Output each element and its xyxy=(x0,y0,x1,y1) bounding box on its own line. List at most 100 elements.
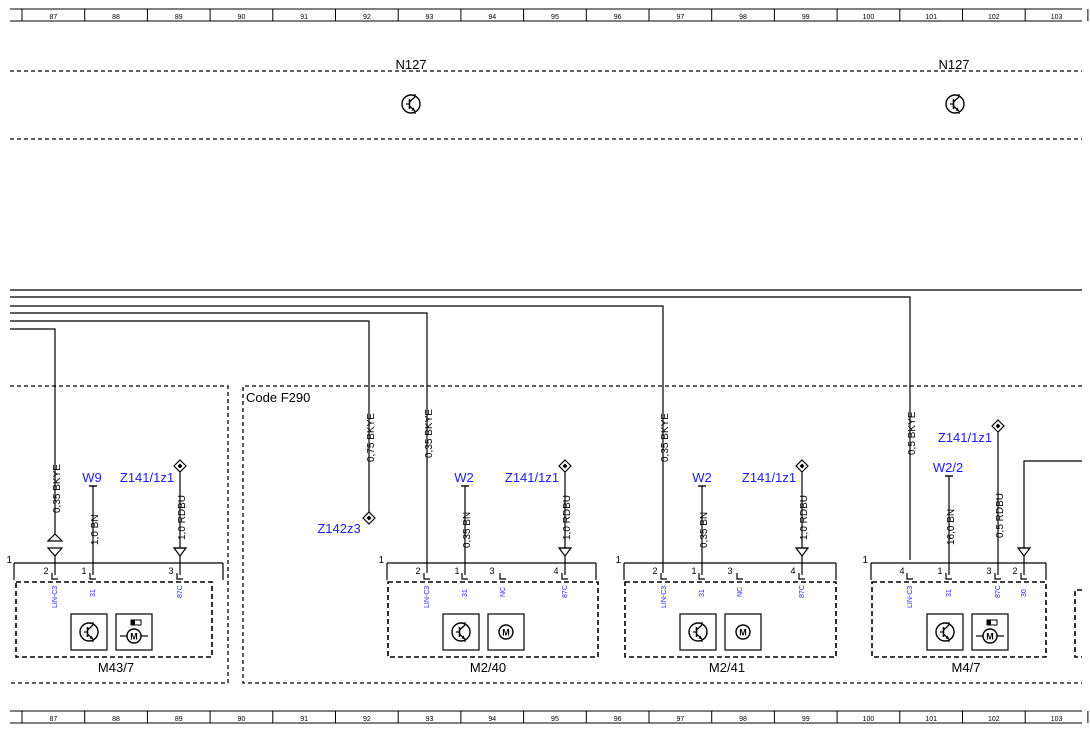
svg-text:2: 2 xyxy=(43,566,48,576)
connector-diamond-icon xyxy=(173,459,187,473)
ref-label: Z141/1z1 xyxy=(742,470,796,485)
ruler-cell: 102 xyxy=(988,14,1000,21)
motor-icon xyxy=(735,624,751,640)
connector-number: 1 xyxy=(615,555,621,566)
pin-label: LIN-C3 xyxy=(661,586,668,608)
ref-label: Z142z3 xyxy=(317,521,360,536)
wire-label: 1,0 RDBU xyxy=(799,495,810,540)
svg-text:1: 1 xyxy=(937,566,942,576)
wire-label: 0,35 BN xyxy=(462,512,473,548)
component-m2-41: 0,35 BKYE 0,35 BN 1,0 RDBU W2 Z141/1z1 1… xyxy=(615,413,837,675)
ruler-cell: 87 xyxy=(49,716,57,723)
ruler-cell: 93 xyxy=(426,716,434,723)
pin-label: 31 xyxy=(946,589,953,597)
pin-label: 31 xyxy=(90,589,97,597)
pin-label: NC xyxy=(500,587,507,597)
connector-number: 1 xyxy=(6,555,12,566)
component-m4-7: 0,5 BKYE 16,0 BN 0,5 RDBU W2/2 Z141/1z1 … xyxy=(862,411,1082,675)
ruler-cell: 90 xyxy=(238,716,246,723)
ruler-cell: 99 xyxy=(802,14,810,21)
ruler-cell: 91 xyxy=(300,716,308,723)
svg-text:3: 3 xyxy=(986,566,991,576)
transistor-icon xyxy=(79,621,99,643)
pin-label: 30 xyxy=(1021,589,1028,597)
pin-label: 87C xyxy=(177,585,184,598)
svg-text:4: 4 xyxy=(899,566,904,576)
svg-text:4: 4 xyxy=(790,566,795,576)
n127-label-left: N127 xyxy=(395,57,426,72)
pin-label: 31 xyxy=(699,589,706,597)
ruler-cell: 89 xyxy=(175,716,183,723)
connector-number: 1 xyxy=(378,555,384,566)
transistor-icon xyxy=(945,93,965,115)
ruler-cell: 103 xyxy=(1051,716,1063,723)
ruler-cell: 102 xyxy=(988,716,1000,723)
svg-text:4: 4 xyxy=(553,566,558,576)
ref-label: Z141/1z1 xyxy=(120,470,174,485)
z142-connector: 0,75 BKYE Z142z3 xyxy=(317,413,377,536)
wire-label: 1,0 RDBU xyxy=(177,495,188,540)
ref-label: W2 xyxy=(692,470,712,485)
code-label: Code F290 xyxy=(246,390,310,405)
connector-diamond-icon xyxy=(991,419,1005,433)
wire-label: 16,0 BN xyxy=(946,509,957,545)
ruler-cell: 98 xyxy=(739,716,747,723)
component-name: M43/7 xyxy=(98,660,134,675)
code-f290-region xyxy=(10,385,1082,684)
motor-icon xyxy=(498,624,514,640)
ruler-cell: 101 xyxy=(925,716,937,723)
svg-text:2: 2 xyxy=(652,566,657,576)
ref-label: W2/2 xyxy=(933,460,963,475)
wire-label: 1,0 RDBU xyxy=(562,495,573,540)
ruler-cell: 97 xyxy=(676,14,684,21)
ref-label: W2 xyxy=(454,470,474,485)
ruler-cell: 91 xyxy=(300,14,308,21)
ruler-cell: 97 xyxy=(676,716,684,723)
pin-label: 87C xyxy=(562,585,569,598)
ruler-cell: 88 xyxy=(112,716,120,723)
connector-diamond-icon xyxy=(795,459,809,473)
wire-label: 0,5 RDBU xyxy=(995,493,1006,538)
ruler-cell: 90 xyxy=(238,14,246,21)
pin-label: 31 xyxy=(462,589,469,597)
pin-label: 87C xyxy=(995,585,1002,598)
ruler-cell: 94 xyxy=(488,716,496,723)
component-m2-40: 0,35 BKYE 0,35 BN 1,0 RDBU W2 Z141/1z1 1… xyxy=(378,409,599,675)
pin-label: 87C xyxy=(799,585,806,598)
ruler-cell: 88 xyxy=(112,14,120,21)
svg-text:3: 3 xyxy=(727,566,732,576)
ruler-cell: 87 xyxy=(49,14,57,21)
wire-label: 1,0 BN xyxy=(90,514,101,545)
svg-text:1: 1 xyxy=(691,566,696,576)
component-name: M4/7 xyxy=(952,660,981,675)
svg-text:3: 3 xyxy=(489,566,494,576)
n127-label-right: N127 xyxy=(938,57,969,72)
ruler-cell: 103 xyxy=(1051,14,1063,21)
component-name: M2/40 xyxy=(470,660,506,675)
ruler-cell: 94 xyxy=(488,14,496,21)
ruler-cell: 93 xyxy=(426,14,434,21)
ruler-cell: 95 xyxy=(551,14,559,21)
wire-label: 0,35 BKYE xyxy=(660,413,671,462)
connector-diamond-icon xyxy=(558,459,572,473)
ruler-cell: 92 xyxy=(363,716,371,723)
wire-label: 0,35 BKYE xyxy=(424,409,435,458)
transistor-icon xyxy=(935,621,955,643)
ruler-cell: 89 xyxy=(175,14,183,21)
svg-text:2: 2 xyxy=(415,566,420,576)
ref-label: Z141/1z1 xyxy=(938,430,992,445)
ruler-cell: 100 xyxy=(863,14,875,21)
transistor-icon xyxy=(401,93,421,115)
ruler-cell: 96 xyxy=(614,716,622,723)
ruler-cell: 101 xyxy=(925,14,937,21)
bus-lines xyxy=(10,289,1082,573)
component-name: M2/41 xyxy=(709,660,745,675)
transistor-icon xyxy=(451,621,471,643)
ruler-cell: 95 xyxy=(551,716,559,723)
pin-label: LIN-C3 xyxy=(52,586,59,608)
transistor-icon xyxy=(688,621,708,643)
ref-label: Z141/1z1 xyxy=(505,470,559,485)
